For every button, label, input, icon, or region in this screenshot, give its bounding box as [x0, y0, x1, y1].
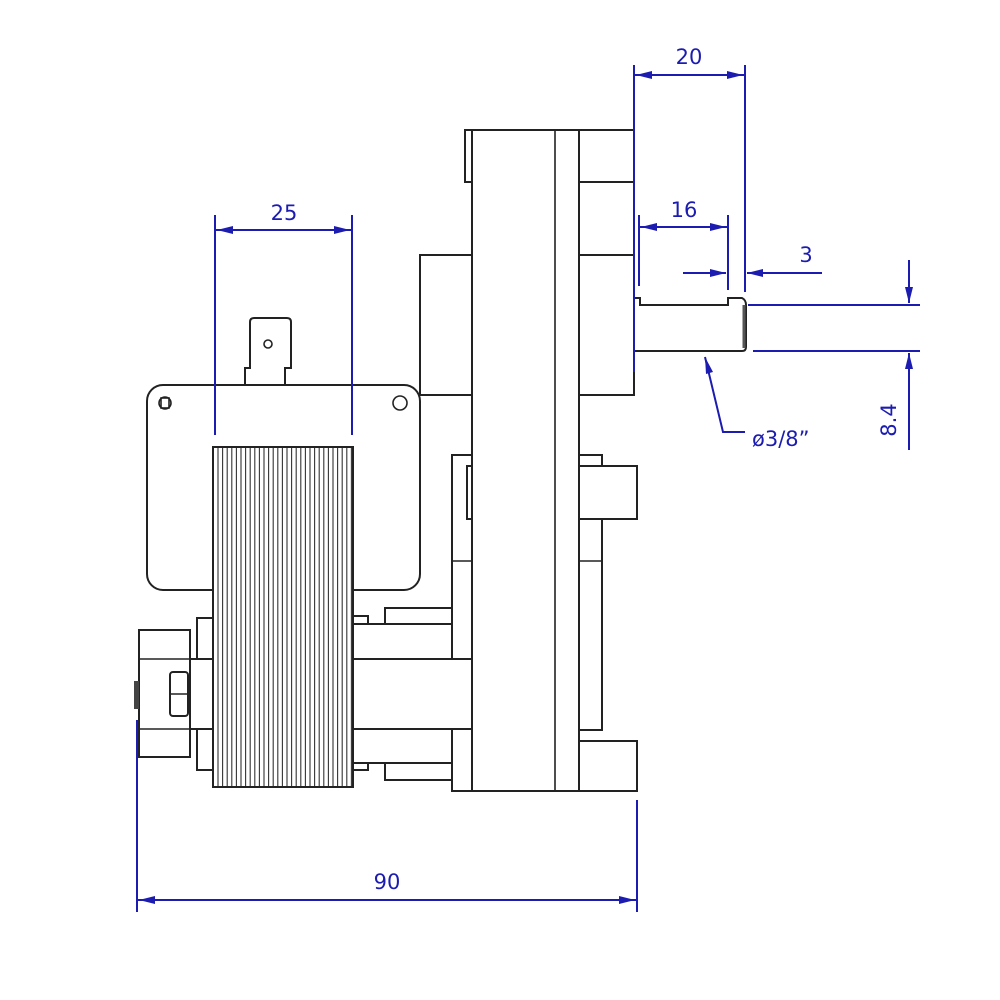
shaft-end: [134, 681, 139, 709]
gearbox: [419, 129, 638, 792]
motor-coil-fins: [212, 446, 354, 788]
dimension-3: 3: [683, 243, 822, 277]
dimension-16: 16: [638, 198, 729, 290]
dim-16-label: 16: [671, 198, 698, 222]
dim-90-label: 90: [374, 870, 401, 894]
output-shaft: [633, 297, 747, 352]
motor-shaft-housing: [352, 607, 473, 781]
dimension-8-4: 8.4: [748, 260, 920, 450]
dimension-20: 20: [633, 45, 746, 372]
terminal-hole: [263, 339, 273, 349]
dim-25-label: 25: [271, 201, 298, 225]
mount-hole-right: [392, 395, 408, 411]
motor-rear-bearing: [134, 617, 214, 771]
dim-3-label: 3: [799, 243, 812, 267]
mount-hole-left: [158, 396, 172, 410]
dim-20-label: 20: [676, 45, 703, 69]
dimension-90: 90: [136, 720, 638, 912]
dimension-25: 25: [214, 201, 353, 435]
dim-diameter-label: ø3/8”: [752, 427, 810, 451]
dim-8-4-label: 8.4: [877, 403, 901, 436]
dimension-diameter: ø3/8”: [704, 356, 810, 451]
